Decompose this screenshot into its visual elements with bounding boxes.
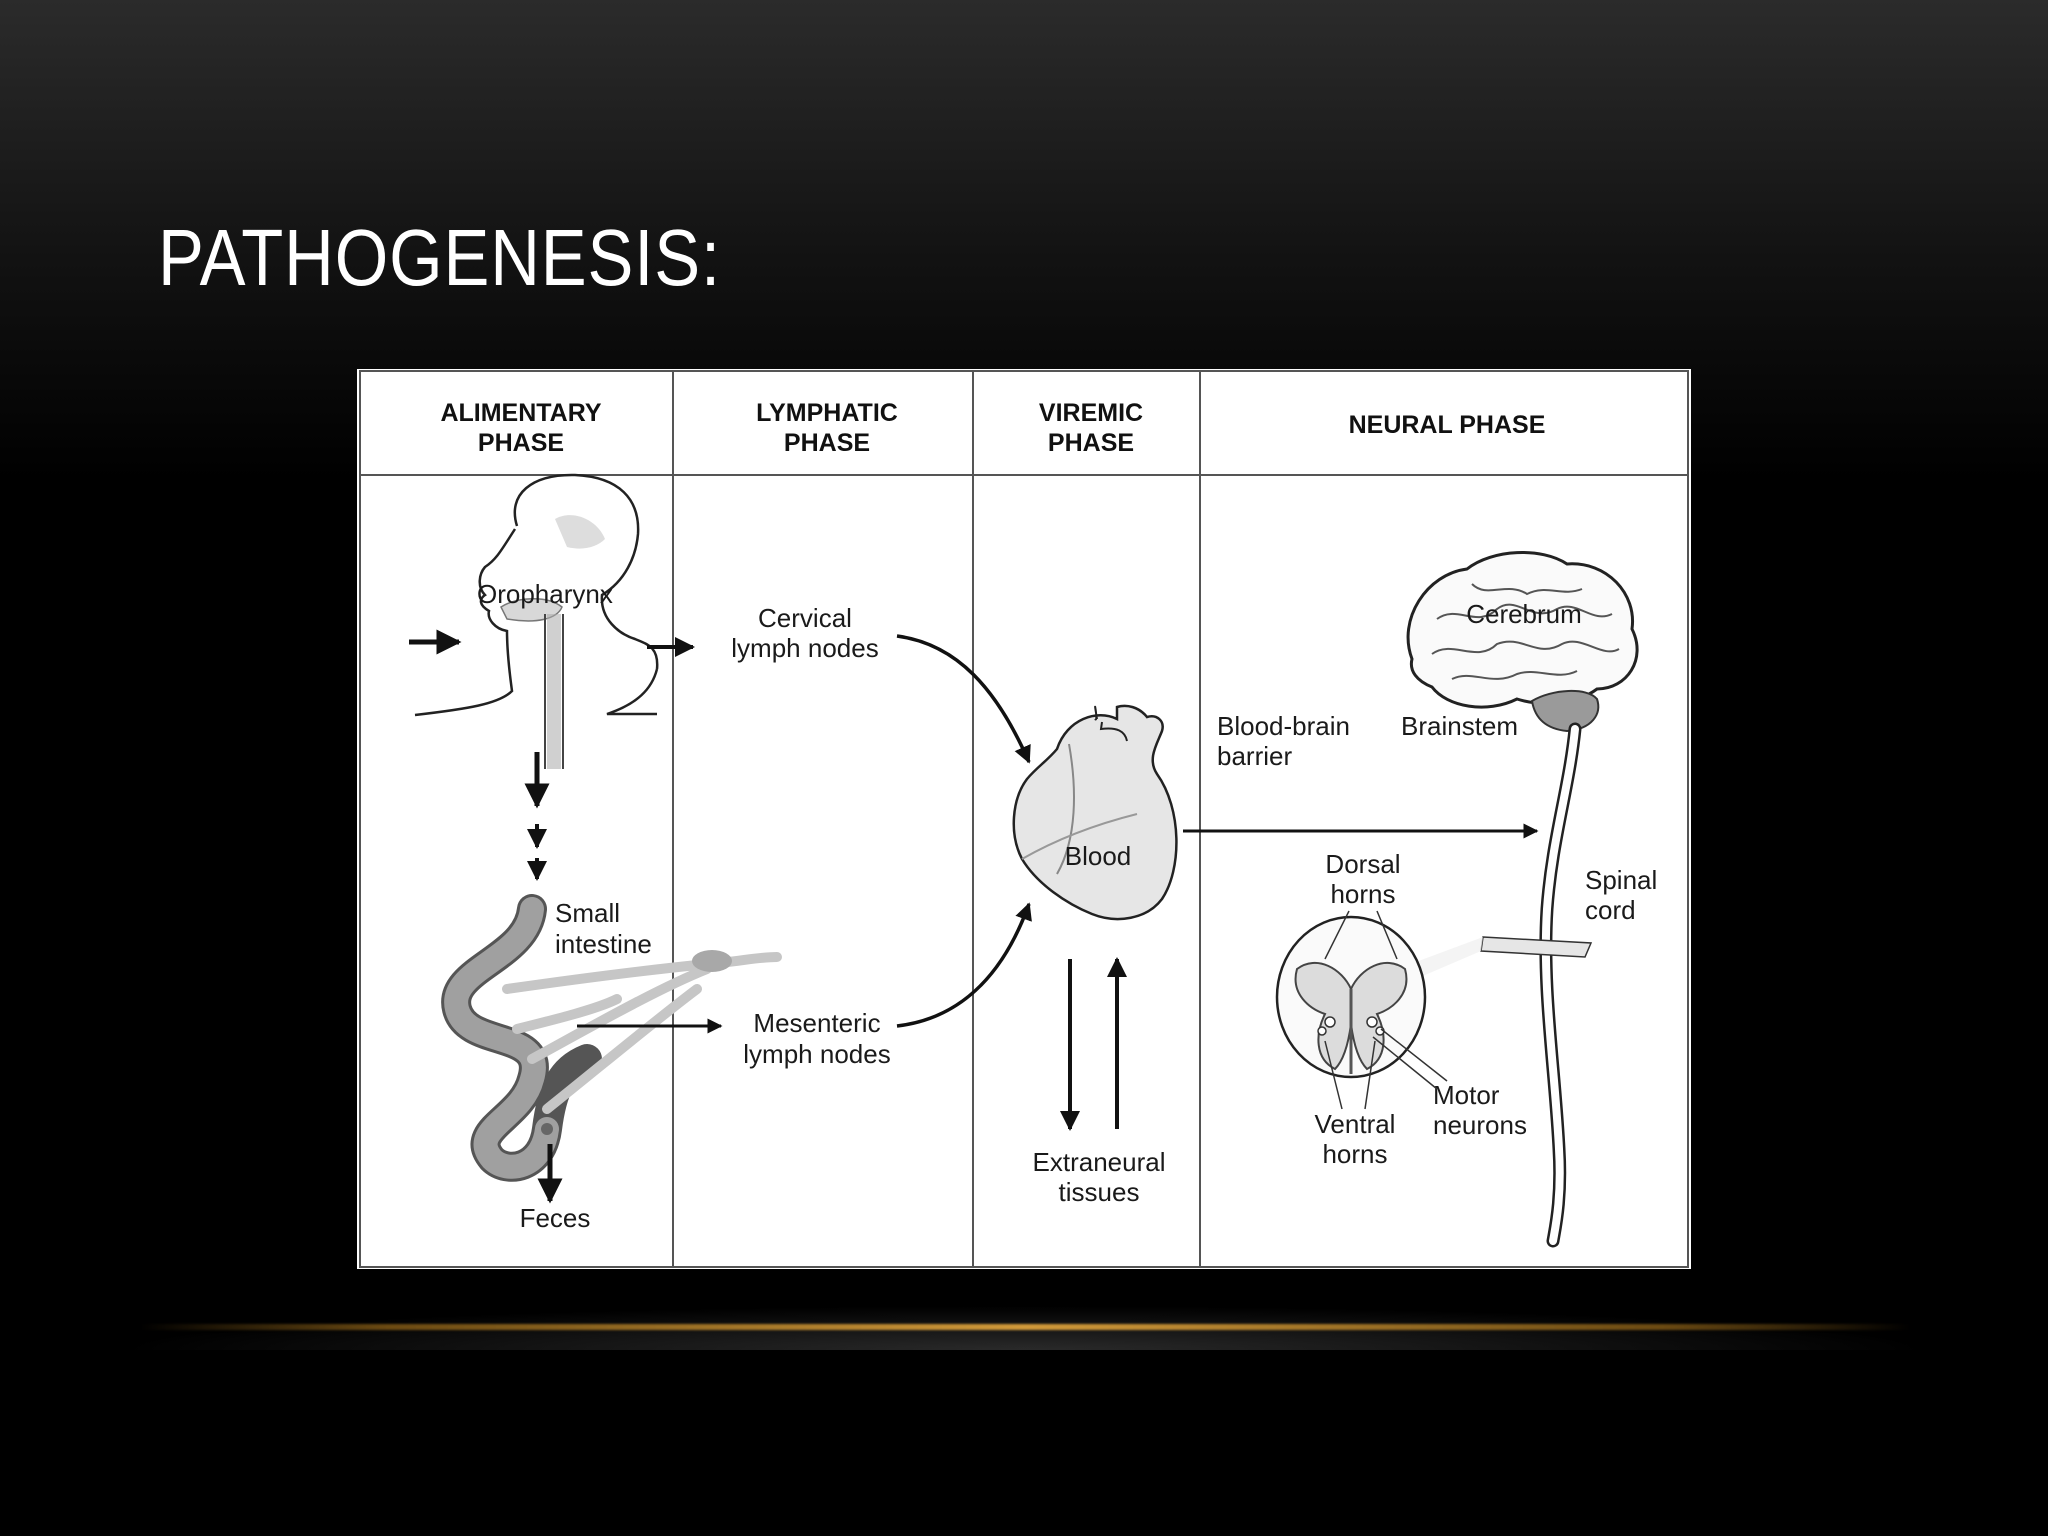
label-feces: Feces [520, 1203, 591, 1233]
label-motor-2: neurons [1433, 1110, 1527, 1140]
label-mesenteric-2: lymph nodes [743, 1039, 890, 1069]
dorsal-horn-leaders [1324, 910, 1398, 960]
heart-icon [1012, 704, 1178, 921]
label-bbb-2: barrier [1217, 741, 1292, 771]
header-neural: NEURAL PHASE [1349, 411, 1546, 439]
label-extraneural-1: Extraneural [1033, 1147, 1166, 1177]
header-lymphatic-1: LYMPHATIC [756, 399, 898, 427]
slide-title: PATHOGENESIS: [158, 213, 721, 302]
header-viremic-1: VIREMIC [1039, 399, 1143, 427]
label-small-1: Small [555, 898, 620, 928]
ventral-horn-leaders [1324, 1040, 1376, 1110]
header-viremic-2: PHASE [1048, 429, 1134, 457]
label-spinal-2: cord [1585, 895, 1636, 925]
mesenteric-to-blood-arrow [896, 902, 1032, 1028]
label-spinal-1: Spinal [1585, 865, 1657, 895]
bottom-glow [0, 1270, 2048, 1350]
label-bbb-1: Blood-brain [1217, 711, 1350, 741]
label-cervical-1: Cervical [758, 603, 852, 633]
bottom-accent-line [140, 1324, 1910, 1330]
label-ventral-1: Ventral [1315, 1109, 1396, 1139]
label-dorsal-1: Dorsal [1325, 849, 1400, 879]
motor-neuron-leaders [1372, 1028, 1448, 1090]
head-profile-icon [414, 473, 659, 769]
label-mesenteric-1: Mesenteric [753, 1008, 880, 1038]
header-alimentary-2: PHASE [478, 429, 564, 457]
header-lymphatic-2: PHASE [784, 429, 870, 457]
label-brainstem: Brainstem [1401, 711, 1518, 741]
label-oropharynx: Oropharynx [477, 579, 613, 609]
table-frame [359, 370, 1689, 1268]
pathogenesis-figure: ALIMENTARY PHASE LYMPHATIC PHASE VIREMIC… [357, 369, 1691, 1269]
label-dorsal-2: horns [1330, 879, 1395, 909]
label-extraneural-2: tissues [1059, 1177, 1140, 1207]
label-ventral-2: horns [1322, 1139, 1387, 1169]
header-alimentary-1: ALIMENTARY [440, 399, 601, 427]
label-cerebrum: Cerebrum [1466, 599, 1582, 629]
pathogenesis-diagram: ALIMENTARY PHASE LYMPHATIC PHASE VIREMIC… [359, 370, 1689, 1268]
spinal-cross-section-icon [1275, 915, 1427, 1079]
label-blood: Blood [1065, 841, 1132, 871]
label-cervical-2: lymph nodes [731, 633, 878, 663]
brain-icon [1406, 551, 1639, 733]
label-small-2: intestine [555, 929, 652, 959]
spinal-cord-icon [1397, 722, 1593, 1248]
cervical-to-blood-arrow [896, 634, 1031, 764]
small-intestine-icon [441, 894, 782, 1182]
label-motor-1: Motor [1433, 1080, 1500, 1110]
